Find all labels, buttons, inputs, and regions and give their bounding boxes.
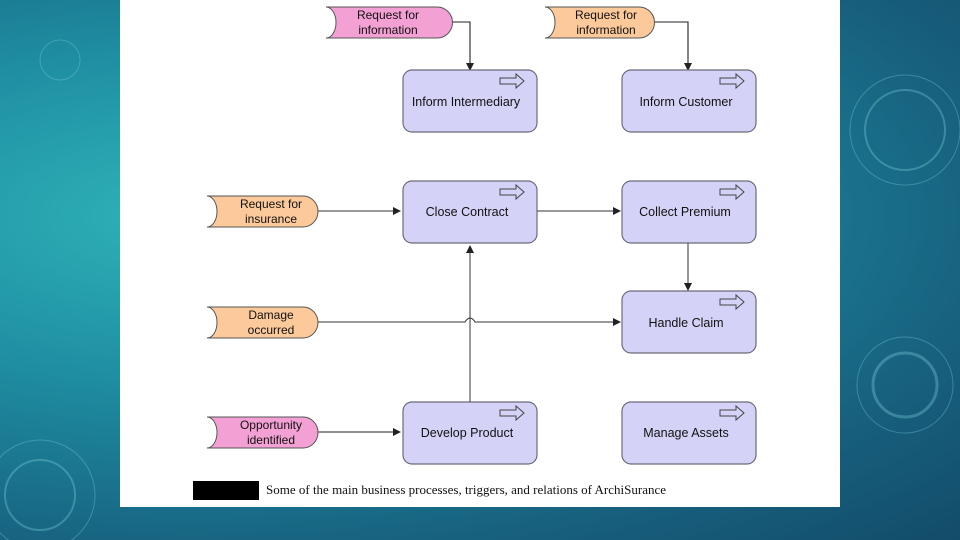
- event-label-line2: identified: [247, 433, 295, 447]
- event-opportunity-identified: Opportunity identified: [206, 416, 319, 449]
- process-inform-customer: Inform Customer: [621, 69, 757, 133]
- connections: [318, 21, 692, 436]
- event-request-info-1: Request for information: [325, 6, 453, 39]
- process-label: Inform Customer: [639, 95, 732, 109]
- process-label: Close Contract: [426, 205, 509, 219]
- trigger-request-info-to-inform-intermediary: [452, 21, 474, 71]
- process-label: Develop Product: [421, 426, 514, 440]
- process-arrow-icon: [719, 404, 745, 422]
- process-label: Manage Assets: [643, 426, 728, 440]
- process-arrow-icon: [719, 72, 745, 90]
- process-arrow-icon: [499, 404, 525, 422]
- event-label-line2: information: [358, 23, 417, 37]
- process-collect-premium: Collect Premium: [621, 180, 757, 244]
- event-label-line1: Damage: [248, 308, 294, 322]
- process-handle-claim: Handle Claim: [621, 290, 757, 354]
- trigger-damage-to-handle-claim: [318, 317, 621, 326]
- process-label: Inform Intermediary: [412, 95, 521, 109]
- event-label-line2: occurred: [248, 323, 295, 337]
- event-label-line1: Request for: [357, 8, 419, 22]
- process-close-contract: Close Contract: [402, 180, 538, 244]
- process-arrow-icon: [719, 183, 745, 201]
- process-arrow-icon: [499, 72, 525, 90]
- process-label: Collect Premium: [639, 205, 731, 219]
- process-develop-product: Develop Product: [402, 401, 538, 465]
- trigger-request-info-to-inform-customer: [652, 21, 692, 71]
- event-request-info-2: Request for information: [544, 6, 655, 39]
- process-label: Handle Claim: [648, 316, 723, 330]
- process-arrow-icon: [719, 293, 745, 311]
- event-label-line2: information: [576, 23, 635, 37]
- redacted-label-block: [193, 481, 259, 500]
- event-label-line1: Opportunity: [240, 418, 302, 432]
- figure-caption: Some of the main business processes, tri…: [266, 482, 667, 497]
- process-manage-assets: Manage Assets: [621, 401, 757, 465]
- event-label-line2: insurance: [245, 212, 297, 226]
- event-label-line1: Request for: [575, 8, 637, 22]
- process-inform-intermediary: Inform Intermediary: [402, 69, 538, 133]
- process-arrow-icon: [499, 183, 525, 201]
- event-request-insurance: Request for insurance: [206, 195, 319, 228]
- event-damage-occurred: Damage occurred: [206, 306, 319, 339]
- event-label-line1: Request for: [240, 197, 302, 211]
